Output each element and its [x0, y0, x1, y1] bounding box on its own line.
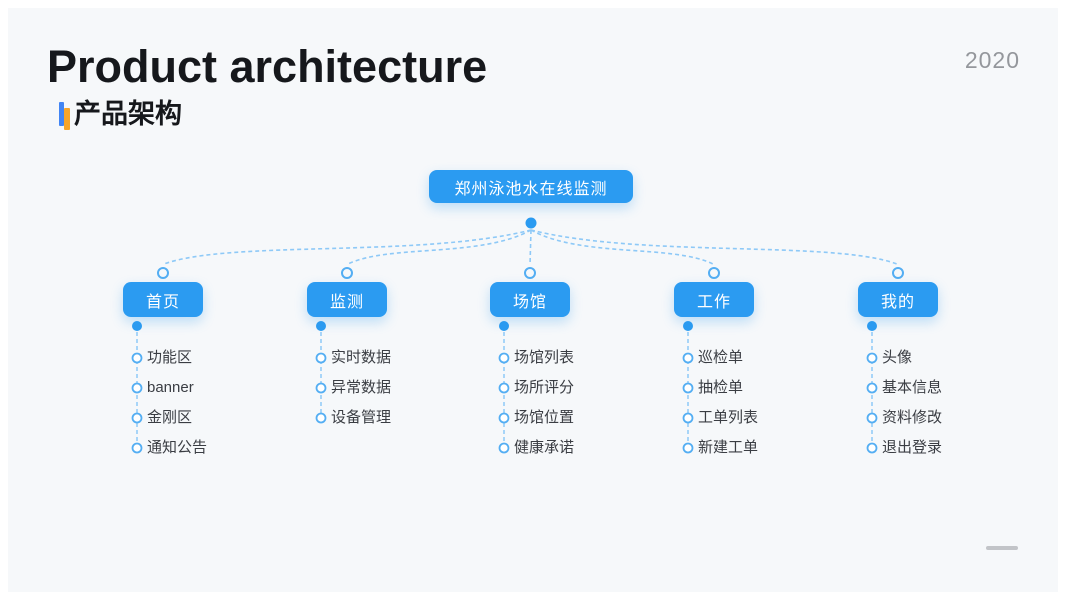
branch-children-home: 功能区 banner 金刚区 通知公告 — [147, 343, 207, 463]
tree-leaf: 异常数据 — [331, 379, 392, 396]
tree-branch-home: 首页 — [123, 282, 203, 317]
branch-top-circles — [157, 267, 904, 279]
filled-circle-connector — [867, 321, 877, 331]
subtitle-marker-blue — [59, 102, 64, 126]
hollow-circle-connector — [315, 352, 327, 364]
tree-branch-venue: 场馆 — [490, 282, 570, 317]
hollow-circle-connector — [682, 382, 694, 394]
hollow-circle-connector — [131, 442, 143, 454]
hollow-circle-connector — [315, 412, 327, 424]
connector-line — [529, 229, 532, 266]
hollow-circle-connector — [866, 382, 878, 394]
branch-children-mine: 头像 基本信息 资料修改 退出登录 — [882, 343, 942, 463]
hollow-circle-connector — [315, 382, 327, 394]
tree-leaf: 抽检单 — [698, 379, 744, 396]
connector-curve — [163, 229, 532, 265]
hollow-circle-connector — [131, 382, 143, 394]
tree-leaf: 场所评分 — [514, 379, 575, 396]
tree-leaf: 功能区 — [147, 349, 193, 366]
tree-leaf: 资料修改 — [882, 409, 943, 426]
filled-circle-connector — [132, 321, 142, 331]
child-bullets — [131, 352, 878, 454]
tree-leaf: banner — [147, 379, 194, 396]
column-drop-lines — [136, 332, 873, 448]
hollow-circle-connector — [498, 382, 510, 394]
branch-children-venue: 场馆列表 场所评分 场馆位置 健康承诺 — [514, 343, 574, 463]
hollow-circle-connector — [524, 267, 536, 279]
tree-leaf: 工单列表 — [698, 409, 759, 426]
hollow-circle-connector — [131, 352, 143, 364]
hollow-circle-connector — [708, 267, 720, 279]
page-subtitle: 产品架构 — [74, 99, 182, 129]
hollow-circle-connector — [892, 267, 904, 279]
root-solid-dot — [525, 217, 537, 229]
tree-branch-monitoring: 监测 — [307, 282, 387, 317]
year-label: 2020 — [964, 47, 1020, 73]
footer-dash — [986, 546, 1018, 550]
tree-leaf: 场馆位置 — [514, 409, 575, 426]
tree-leaf: 实时数据 — [331, 349, 392, 366]
tree-leaf: 通知公告 — [147, 439, 208, 456]
tree-leaf: 场馆列表 — [514, 349, 575, 366]
filled-circle-connector — [683, 321, 693, 331]
tree-leaf: 基本信息 — [882, 379, 943, 396]
connector-curve — [530, 229, 898, 265]
hollow-circle-connector — [498, 352, 510, 364]
page-title: Product architecture — [47, 41, 488, 92]
branch-bottom-dots — [132, 321, 877, 331]
branch-children-monitoring: 实时数据 异常数据 设备管理 — [331, 343, 391, 433]
connector-curve — [347, 229, 532, 265]
tree-leaf: 健康承诺 — [514, 439, 575, 456]
hollow-circle-connector — [131, 412, 143, 424]
hollow-circle-connector — [498, 412, 510, 424]
filled-circle-connector — [316, 321, 326, 331]
hollow-circle-connector — [866, 412, 878, 424]
tree-leaf: 新建工单 — [698, 439, 759, 456]
tree-branch-work: 工作 — [674, 282, 754, 317]
tree-branch-mine: 我的 — [858, 282, 938, 317]
hollow-circle-connector — [157, 267, 169, 279]
tree-leaf: 头像 — [882, 349, 913, 366]
subtitle-marker-orange — [64, 108, 70, 130]
branch-children-work: 巡检单 抽检单 工单列表 新建工单 — [698, 343, 758, 463]
hollow-circle-connector — [866, 352, 878, 364]
tree-leaf: 退出登录 — [882, 439, 943, 456]
filled-circle-connector — [499, 321, 509, 331]
tree-leaf: 设备管理 — [331, 409, 392, 426]
hollow-circle-connector — [341, 267, 353, 279]
hollow-circle-connector — [498, 442, 510, 454]
tree-root-node: 郑州泳池水在线监测 — [429, 170, 633, 203]
tree-leaf: 金刚区 — [147, 409, 193, 426]
hollow-circle-connector — [682, 412, 694, 424]
hollow-circle-connector — [682, 352, 694, 364]
connector-curve — [530, 229, 714, 265]
root-fanout-lines — [163, 229, 898, 266]
hollow-circle-connector — [866, 442, 878, 454]
tree-leaf: 巡检单 — [698, 349, 744, 366]
hollow-circle-connector — [682, 442, 694, 454]
